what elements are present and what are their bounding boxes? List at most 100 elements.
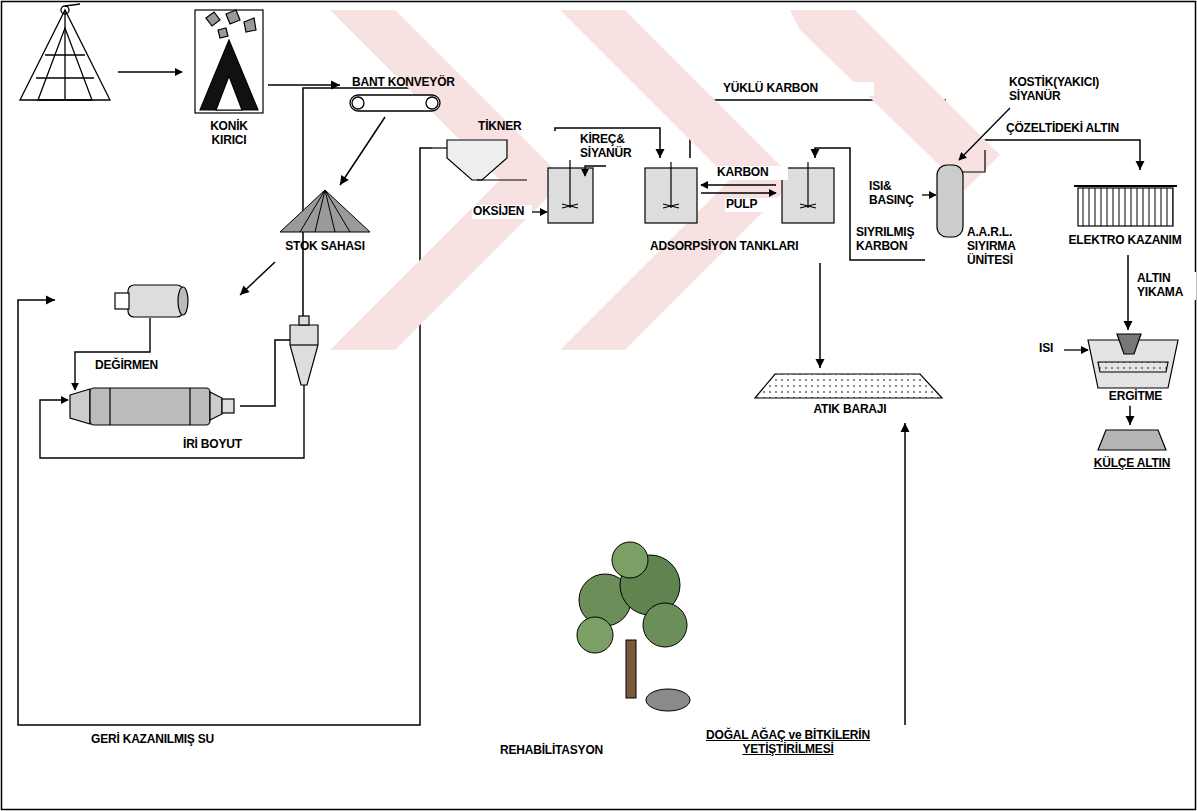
stockpile-node: STOK SAHASI bbox=[275, 185, 375, 280]
connector-line bbox=[340, 117, 385, 185]
connector-line bbox=[18, 148, 432, 725]
ball-mill bbox=[70, 389, 90, 424]
tree bbox=[643, 603, 687, 647]
leach-tank bbox=[562, 204, 578, 208]
cone-crusher bbox=[200, 40, 258, 110]
tree bbox=[646, 689, 690, 711]
connector-line bbox=[1127, 255, 1129, 330]
watermark bbox=[560, 10, 795, 350]
arrow-head bbox=[1126, 416, 1135, 425]
flow-connector bbox=[240, 88, 465, 406]
headframe bbox=[65, 4, 80, 6]
leach-tank bbox=[569, 160, 570, 208]
trommel bbox=[115, 293, 129, 309]
flow-connector bbox=[240, 262, 275, 295]
ball-mill bbox=[189, 388, 190, 425]
caustic-arrow bbox=[959, 108, 1010, 160]
node-label: A.A.R.L. SIYIRMA ÜNİTESİ bbox=[967, 226, 1050, 267]
crucible bbox=[1098, 362, 1168, 372]
arrow-head bbox=[46, 296, 55, 305]
ball-mill bbox=[222, 399, 234, 413]
tailings-node: ATIK BARAJI bbox=[750, 368, 945, 423]
conveyor-node: BANT KONVEYÖR bbox=[340, 72, 515, 117]
gold-bar bbox=[1098, 430, 1166, 450]
arrow-head bbox=[656, 149, 665, 158]
node-label: REHABİLİTASYON bbox=[500, 744, 670, 758]
thickener-node: TİKNER bbox=[432, 115, 528, 190]
ball-mill bbox=[109, 388, 110, 425]
headframe bbox=[45, 54, 85, 55]
mill-node: DEĞİRMEN bbox=[55, 272, 240, 435]
flow-connector bbox=[1124, 255, 1133, 330]
flow-connector bbox=[340, 117, 385, 185]
arrow-head bbox=[811, 149, 820, 158]
thickener bbox=[447, 140, 507, 180]
headframe bbox=[61, 6, 69, 14]
node-label: KONİK KIRICI bbox=[194, 120, 264, 148]
arrow-head bbox=[1136, 161, 1145, 170]
connector-line bbox=[240, 88, 460, 406]
cone-crusher bbox=[206, 12, 220, 26]
edge-label: SIYRILMIŞ KARBON bbox=[855, 226, 927, 254]
flow-connector bbox=[816, 263, 825, 368]
oversize-loop bbox=[40, 385, 304, 458]
reagent-arrow bbox=[585, 166, 606, 176]
node-label: DEĞİRMEN bbox=[95, 359, 190, 373]
adsorption-tanks bbox=[800, 204, 816, 208]
crusher-node: KONİK KIRICI bbox=[190, 5, 268, 155]
stockpile bbox=[280, 190, 370, 232]
leach-tank-node: KİREÇ& SİYANÜR bbox=[545, 131, 646, 230]
node-label: TİKNER bbox=[478, 120, 526, 134]
node-label: BANT KONVEYÖR bbox=[352, 76, 512, 90]
leach-tank bbox=[548, 160, 593, 223]
input-label: ISI& BASINÇ bbox=[868, 180, 922, 208]
watermark bbox=[330, 10, 1000, 350]
carbon-arrow bbox=[701, 184, 776, 185]
electrowinning-cell bbox=[1078, 188, 1173, 226]
stockpile bbox=[280, 190, 370, 232]
cyclone bbox=[299, 316, 309, 325]
edge-label: ÇÖZELTİDEKİ ALTIN bbox=[1005, 122, 1157, 136]
stockpile bbox=[300, 190, 325, 232]
arrow-head bbox=[340, 175, 349, 185]
crucible bbox=[1088, 334, 1178, 388]
cyclone bbox=[290, 325, 318, 385]
heat-arrow bbox=[1062, 349, 1088, 350]
reagent-label: OKSİJEN bbox=[472, 205, 532, 219]
electrowinning-cell bbox=[1074, 185, 1177, 187]
cone-crusher bbox=[216, 76, 242, 110]
conveyor-rollers bbox=[350, 95, 440, 111]
flow-arrow bbox=[118, 71, 182, 73]
watermark bbox=[790, 10, 1000, 190]
connector-line bbox=[240, 262, 275, 295]
feed-line bbox=[75, 318, 150, 390]
electrowinning-cell bbox=[1074, 186, 1177, 226]
electrowinning-node: ELEKTRO KAZANIM bbox=[1060, 170, 1190, 255]
adsorption-tanks bbox=[800, 204, 816, 208]
stockpile bbox=[325, 190, 335, 232]
edge-label: GERİ KAZANILMIŞ SU bbox=[90, 733, 282, 747]
headframe bbox=[20, 4, 110, 100]
tree bbox=[577, 617, 613, 653]
thickener bbox=[432, 147, 447, 148]
rehabilitation-node: REHABİLİTASYONDOĞAL AĞAÇ ve BİTKİLERİN Y… bbox=[495, 725, 935, 773]
connector-line bbox=[985, 140, 1140, 170]
node-label: ERGİTME bbox=[1098, 390, 1173, 404]
arrow-head bbox=[240, 286, 250, 295]
trommel bbox=[115, 285, 188, 317]
trommel bbox=[178, 287, 188, 315]
cyclone bbox=[290, 344, 318, 345]
node-label: KÜLÇE ALTIN bbox=[1086, 457, 1178, 471]
arrow-head bbox=[1124, 321, 1133, 330]
flow-connector bbox=[901, 423, 910, 725]
node-label: KİREÇ& SİYANÜR bbox=[580, 133, 644, 161]
adsorption-tanks bbox=[670, 162, 671, 208]
cone-crusher bbox=[226, 10, 240, 24]
cone-crusher bbox=[218, 28, 228, 38]
thickener bbox=[477, 179, 527, 180]
tree bbox=[626, 640, 636, 698]
connector-line bbox=[904, 423, 906, 725]
adsorption-tanks bbox=[663, 204, 679, 208]
arrow-head bbox=[901, 423, 910, 432]
